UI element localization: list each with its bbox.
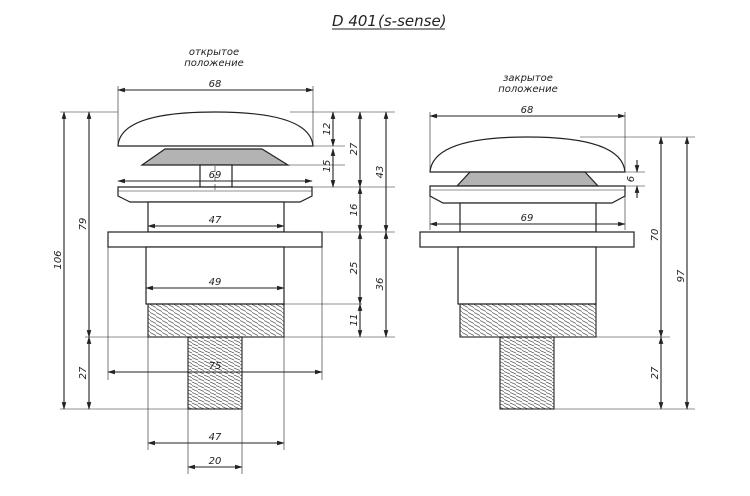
closed-dim-cap-width: 68 [521, 105, 534, 116]
open-dim-lower-total: 36 [375, 278, 386, 291]
open-cap-dome [117, 111, 314, 147]
closed-washer [419, 231, 635, 248]
open-large-thread [147, 303, 285, 338]
open-dim-flange-width: 69 [209, 170, 222, 181]
open-dim-head-total: 43 [375, 166, 386, 179]
open-dim-bottom-width: 47 [209, 432, 222, 443]
closed-flange [429, 185, 626, 204]
open-dim-open-gap: 27 [349, 142, 360, 155]
open-lower-body [145, 246, 285, 305]
closed-small-thread [499, 336, 555, 410]
open-dim-thread-height: 27 [78, 366, 89, 379]
open-dim-lower-body-width: 49 [209, 277, 222, 288]
closed-upper-body [459, 202, 597, 233]
closed-dim-thread-height: 27 [650, 366, 661, 379]
closed-position-view: закрытое положение 68 69 [419, 73, 695, 410]
closed-large-thread [459, 303, 597, 338]
closed-cone-seal [455, 171, 600, 187]
closed-cap-dome [429, 136, 626, 173]
closed-caption-line2: положение [498, 84, 558, 95]
open-small-thread [187, 336, 243, 410]
open-dim-nut-height: 11 [349, 314, 360, 327]
open-dim-cap-height: 12 [322, 123, 333, 136]
open-dim-body-width: 47 [209, 215, 222, 226]
closed-lower-body [457, 246, 597, 305]
drawing-title-code: D 401 [332, 12, 377, 30]
open-dim-body-height: 25 [349, 262, 360, 275]
open-position-view: открытое положение 68 69 47 49 [53, 47, 395, 474]
closed-dim-main-height: 70 [650, 229, 661, 242]
closed-dim-flange-width: 69 [521, 213, 534, 224]
open-dim-stem-height: 16 [349, 204, 360, 217]
open-cone-seal [140, 148, 291, 166]
open-caption-line1: открытое [189, 47, 239, 58]
closed-dim-overall-height: 97 [676, 269, 687, 282]
open-dim-cone-height: 15 [322, 160, 333, 173]
open-washer [107, 231, 323, 248]
open-caption-line2: положение [184, 58, 244, 69]
open-dim-nut-width: 75 [209, 361, 222, 372]
drawing-title-model: (s-sense) [378, 12, 447, 30]
open-dim-overall-height: 106 [53, 250, 64, 269]
open-dim-thread-width: 20 [209, 456, 222, 467]
closed-caption-line1: закрытое [503, 73, 553, 84]
closed-dim-cap-height: 6 [626, 176, 637, 182]
open-dim-cap-width: 68 [209, 79, 222, 90]
open-dim-main-height: 79 [78, 218, 89, 231]
